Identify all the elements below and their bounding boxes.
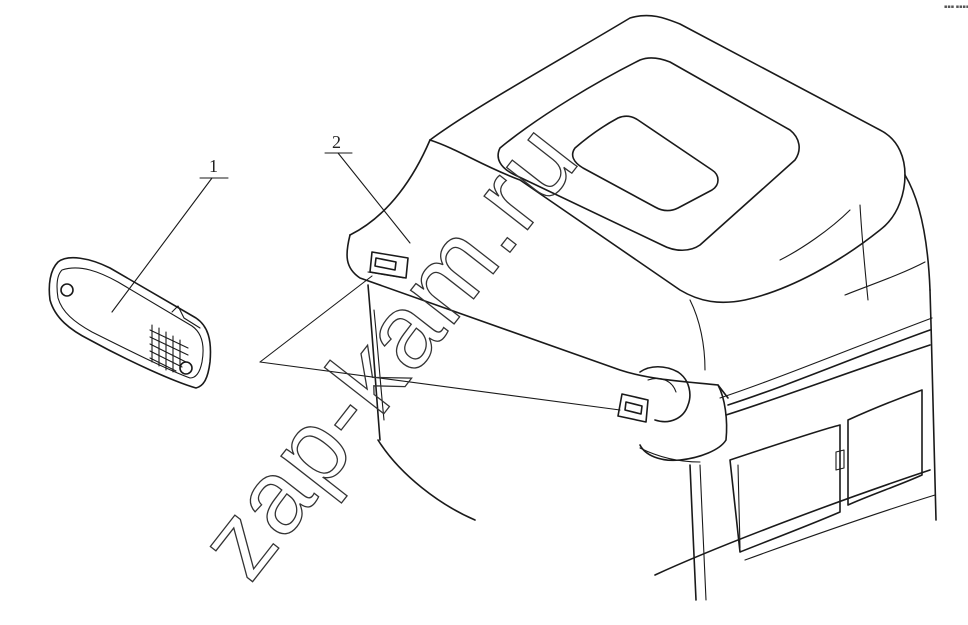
marker-lamp-part	[48, 256, 212, 389]
callout-1: 1	[209, 156, 218, 176]
lamp-mount-right	[617, 393, 649, 423]
cab-front	[367, 284, 728, 521]
right-corner-bracket	[639, 365, 691, 423]
lamp-lens-grid	[149, 324, 189, 373]
cab-roof	[346, 14, 931, 399]
leader-lines	[111, 152, 621, 411]
corner-mark: ▪▪▪ ▪▪▪▪	[944, 4, 968, 10]
lamp-mount-left	[367, 251, 409, 279]
watermark: zap-kam.ru	[177, 102, 601, 599]
cab-side-wall	[654, 289, 937, 601]
callout-2: 2	[332, 132, 341, 152]
